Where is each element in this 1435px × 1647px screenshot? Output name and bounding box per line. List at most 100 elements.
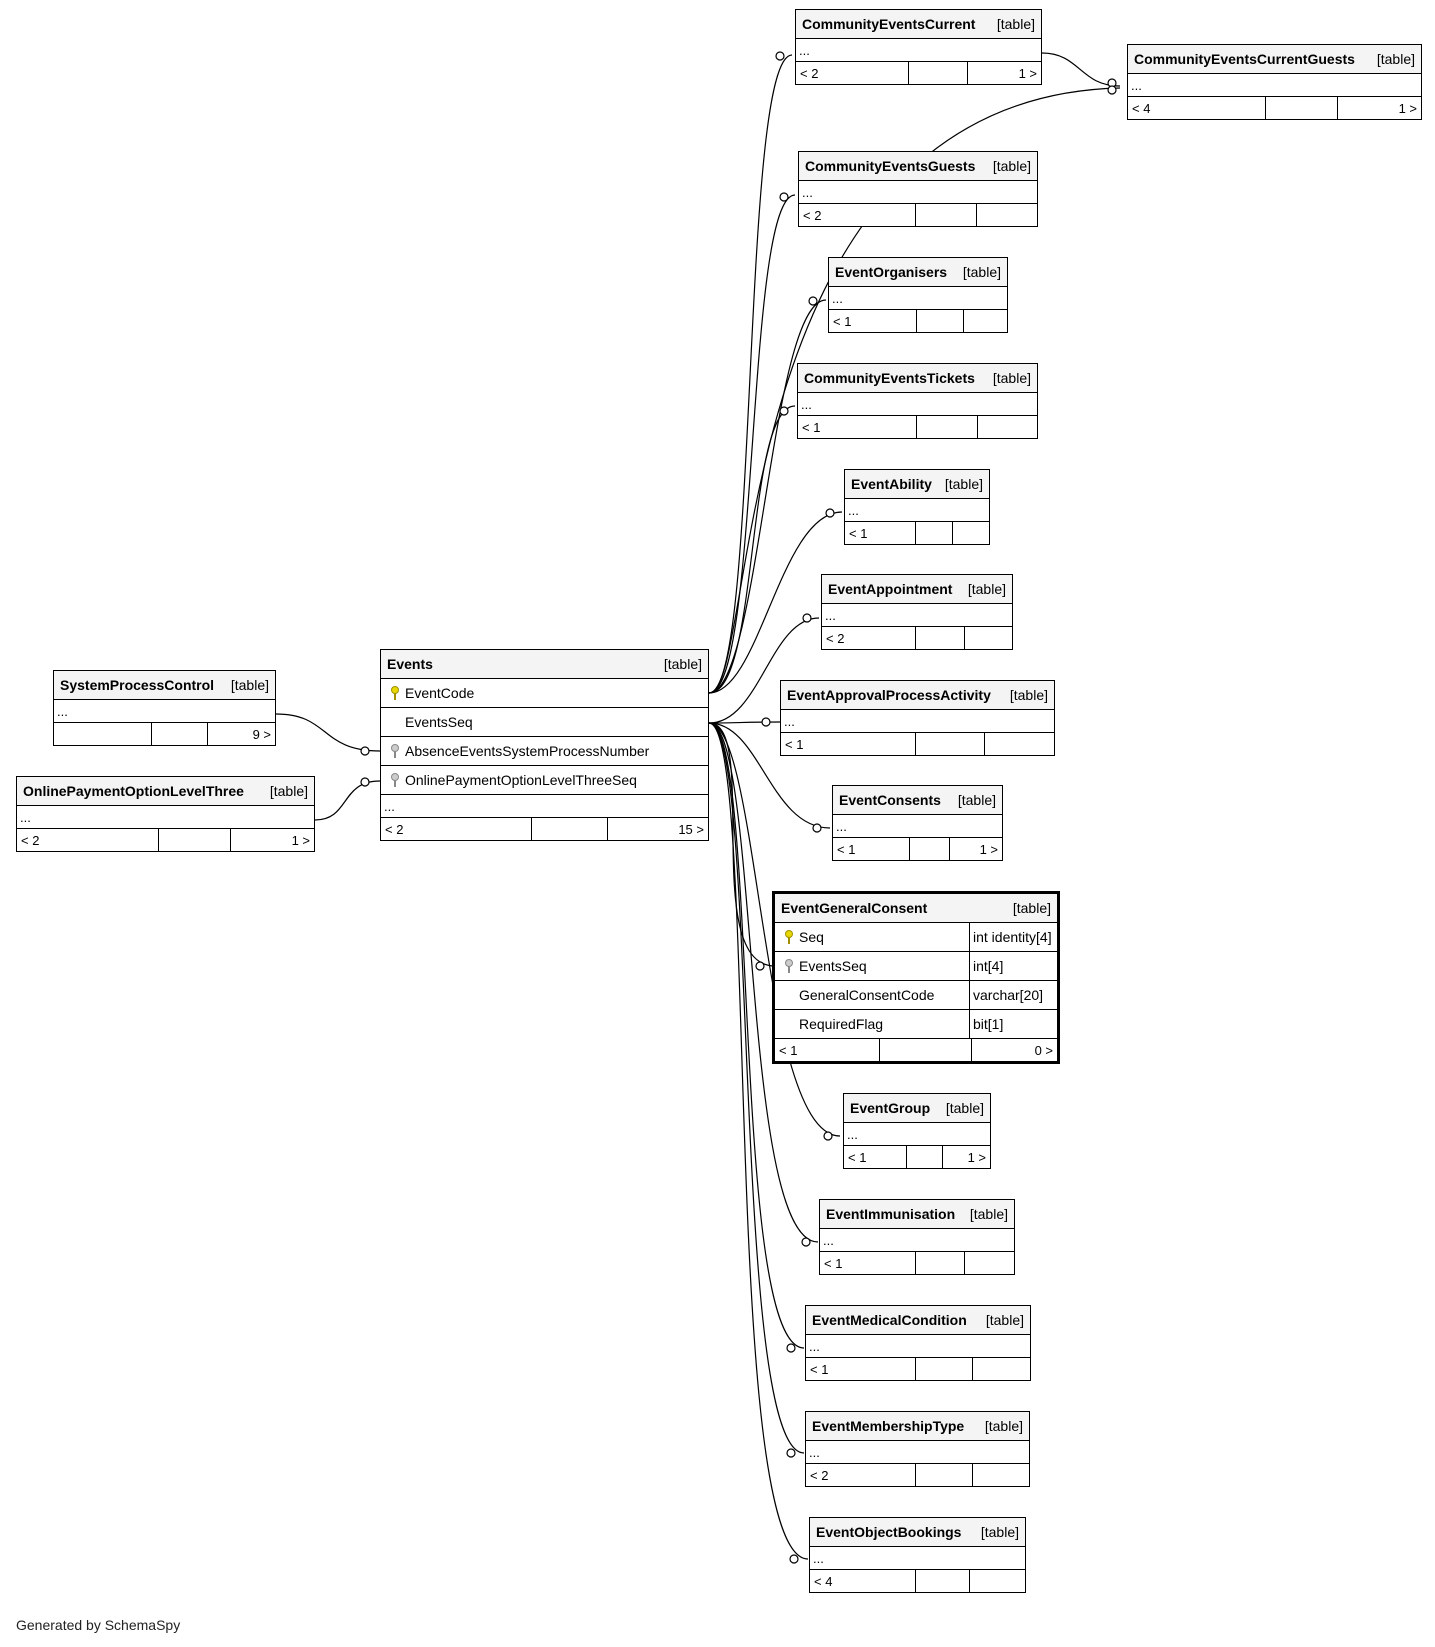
more-columns: ... (820, 1229, 1014, 1252)
parent-count[interactable]: < 2 (803, 207, 822, 223)
table-type: [table] (957, 792, 996, 808)
table-name: EventOrganisers (835, 264, 948, 280)
table-name: Events (387, 656, 433, 672)
column-name: EventsSeq (405, 714, 473, 730)
table-footer: < 1 (845, 522, 989, 544)
parent-count[interactable]: < 2 (826, 630, 845, 646)
child-count[interactable]: 9 > (207, 723, 275, 745)
parent-count[interactable]: < 2 (21, 832, 40, 848)
column-name: EventsSeq (799, 958, 867, 974)
table-type: [table] (230, 677, 269, 693)
child-count[interactable]: 1 > (967, 62, 1041, 84)
foreign-key-icon (385, 743, 405, 759)
table-name: EventConsents (839, 792, 941, 808)
child-count[interactable]: 15 > (607, 818, 708, 840)
column-row[interactable]: EventsSeq int[4] (775, 952, 1057, 981)
child-count[interactable] (976, 204, 1037, 226)
parent-count[interactable]: < 1 (833, 313, 852, 329)
table-event-object-bookings[interactable]: EventObjectBookings[table] ... < 4 (809, 1517, 1026, 1593)
child-count[interactable] (969, 1570, 1025, 1592)
table-event-appointment[interactable]: EventAppointment[table] ... < 2 (821, 574, 1013, 650)
table-name: CommunityEventsCurrentGuests (1134, 51, 1355, 67)
table-header: EventGroup[table] (844, 1094, 990, 1123)
table-header: EventGeneralConsent[table] (775, 894, 1057, 923)
child-count[interactable] (952, 522, 989, 544)
parent-count[interactable] (54, 723, 151, 745)
parent-count[interactable]: < 1 (848, 1149, 867, 1165)
table-footer: < 4 (810, 1570, 1025, 1592)
child-count[interactable]: 0 > (971, 1039, 1057, 1061)
table-header: EventAppointment[table] (822, 575, 1012, 604)
parent-count[interactable]: < 4 (1132, 100, 1151, 116)
child-count[interactable]: 1 > (949, 838, 1002, 860)
child-count[interactable] (972, 1464, 1029, 1486)
table-type: [table] (269, 783, 308, 799)
table-footer: < 1 (798, 416, 1037, 438)
table-event-medical-condition[interactable]: EventMedicalCondition[table] ... < 1 (805, 1305, 1031, 1381)
column-type: int identity[4] (969, 923, 1057, 951)
table-event-membership-type[interactable]: EventMembershipType[table] ... < 2 (805, 1411, 1030, 1487)
parent-count[interactable]: < 1 (785, 736, 804, 752)
table-name: EventMembershipType (812, 1418, 965, 1434)
more-columns: ... (810, 1547, 1025, 1570)
child-count[interactable] (984, 733, 1054, 755)
column-row[interactable]: RequiredFlag bit[1] (775, 1010, 1057, 1039)
parent-count[interactable]: < 1 (824, 1255, 843, 1271)
column-row[interactable]: OnlinePaymentOptionLevelThreeSeq (381, 766, 708, 795)
table-type: [table] (663, 656, 702, 672)
child-count[interactable] (963, 310, 1007, 332)
table-event-organisers[interactable]: EventOrganisers[table] ... < 1 (828, 257, 1008, 333)
child-count[interactable]: 1 > (942, 1146, 990, 1168)
column-type: varchar[20] (969, 981, 1057, 1009)
column-row[interactable]: EventCode (381, 679, 708, 708)
child-count[interactable] (964, 1252, 1014, 1274)
table-community-events-guests[interactable]: CommunityEventsGuests[table] ... < 2 (798, 151, 1038, 227)
parent-count[interactable]: < 2 (800, 65, 819, 81)
more-columns: ... (781, 710, 1054, 733)
column-row[interactable]: AbsenceEventsSystemProcessNumber (381, 737, 708, 766)
table-type: [table] (980, 1524, 1019, 1540)
more-columns: ... (806, 1335, 1030, 1358)
child-count[interactable]: 1 > (1337, 97, 1421, 119)
child-count[interactable] (964, 627, 1012, 649)
table-event-approval-process-activity[interactable]: EventApprovalProcessActivity[table] ... … (780, 680, 1055, 756)
table-type: [table] (969, 1206, 1008, 1222)
column-row[interactable]: EventsSeq (381, 708, 708, 737)
parent-count[interactable]: < 2 (385, 821, 404, 837)
table-event-ability[interactable]: EventAbility[table] ... < 1 (844, 469, 990, 545)
table-name: EventGroup (850, 1100, 931, 1116)
parent-count[interactable]: < 4 (814, 1573, 833, 1589)
parent-count[interactable]: < 1 (837, 841, 856, 857)
column-name: RequiredFlag (799, 1016, 884, 1032)
parent-count[interactable]: < 1 (802, 419, 821, 435)
table-header: CommunityEventsCurrentGuests[table] (1128, 45, 1421, 74)
child-count[interactable] (972, 1358, 1030, 1380)
table-footer: < 1 (820, 1252, 1014, 1274)
child-count[interactable] (977, 416, 1037, 438)
foreign-key-icon (779, 958, 799, 974)
parent-count[interactable]: < 1 (810, 1361, 829, 1377)
more-columns: ... (829, 287, 1007, 310)
child-count[interactable]: 1 > (230, 829, 314, 851)
table-events[interactable]: Events [table] EventCode EventsSeq Absen… (380, 649, 709, 841)
table-header: EventOrganisers[table] (829, 258, 1007, 287)
table-header: EventConsents [table] (833, 786, 1002, 815)
column-type: bit[1] (969, 1010, 1057, 1038)
table-community-events-tickets[interactable]: CommunityEventsTickets[table] ... < 1 (797, 363, 1038, 439)
table-system-process-control[interactable]: SystemProcessControl[table] ... 9 > (53, 670, 276, 746)
more-columns: ... (845, 499, 989, 522)
table-community-events-current-guests[interactable]: CommunityEventsCurrentGuests[table] ... … (1127, 44, 1422, 120)
parent-count[interactable]: < 1 (849, 525, 868, 541)
parent-count[interactable]: < 2 (810, 1467, 829, 1483)
table-event-immunisation[interactable]: EventImmunisation [table] ... < 1 (819, 1199, 1015, 1275)
table-online-payment-option-level-three[interactable]: OnlinePaymentOptionLevelThree[table] ...… (16, 776, 315, 852)
column-type: int[4] (969, 952, 1057, 980)
table-name: EventImmunisation (826, 1206, 956, 1222)
parent-count[interactable]: < 1 (779, 1042, 798, 1058)
